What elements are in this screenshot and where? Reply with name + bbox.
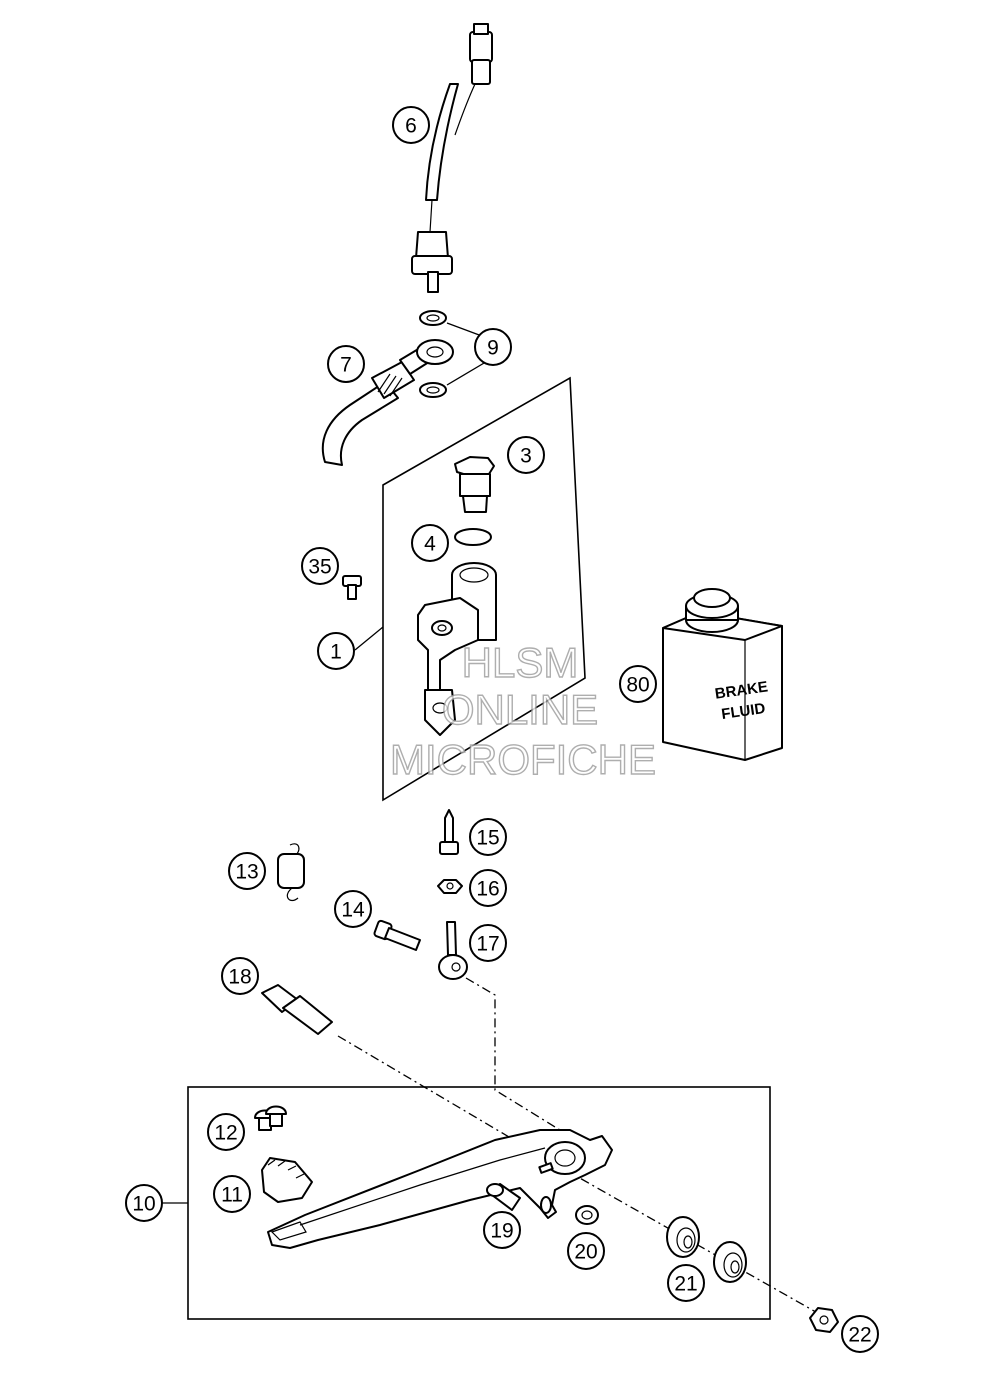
callout-15: 15 <box>469 818 507 856</box>
callout-label: 80 <box>626 674 649 697</box>
watermark: HLSM ONLINE MICROFICHE <box>389 638 656 783</box>
callout-13: 13 <box>228 852 266 890</box>
bushing <box>575 1205 599 1225</box>
piston-rod <box>438 921 468 980</box>
callout-9: 9 <box>474 328 512 366</box>
bearings <box>666 1216 747 1283</box>
watermark-line2: ONLINE <box>442 686 598 733</box>
callout-22: 22 <box>841 1315 879 1353</box>
callout-4: 4 <box>411 524 449 562</box>
callout-label: 13 <box>235 861 258 884</box>
brake-light-switch <box>411 23 493 293</box>
callout-label: 1 <box>330 641 342 664</box>
callout-7: 7 <box>327 345 365 383</box>
callout-label: 22 <box>848 1324 871 1347</box>
callout-35: 35 <box>301 547 339 585</box>
callout-label: 14 <box>341 899 365 922</box>
stop-pin <box>486 1183 521 1211</box>
callouts: 1 3 4 6 7 9 10 11 12 13 14 15 16 17 18 1… <box>125 106 879 1353</box>
brake-fluid-container: BRAKE FLUID <box>662 588 783 761</box>
assembly-line-bearings <box>547 1159 831 1321</box>
callout-label: 19 <box>490 1220 513 1243</box>
callout-20: 20 <box>567 1232 605 1270</box>
step-plate <box>261 1157 313 1203</box>
watermark-line1: HLSM <box>462 639 579 686</box>
callout-label: 20 <box>574 1241 597 1264</box>
bolt <box>373 919 421 951</box>
brake-pedal <box>267 1129 613 1249</box>
callout-label: 12 <box>214 1122 237 1145</box>
callout-80: 80 <box>619 665 657 703</box>
callout-1: 1 <box>317 632 355 670</box>
callout-label: 35 <box>308 556 331 579</box>
master-cylinder-group-frame <box>382 376 586 802</box>
bottle-label-line2: FLUID <box>720 700 766 723</box>
sealing-rings <box>419 310 447 398</box>
brake-hose <box>321 339 454 466</box>
return-spring <box>277 843 305 902</box>
callout-label: 9 <box>487 337 499 360</box>
callout-label: 21 <box>674 1273 697 1296</box>
callout-16: 16 <box>469 869 507 907</box>
callout-14: 14 <box>334 890 372 928</box>
hex-nut <box>437 879 463 894</box>
callout-12: 12 <box>207 1113 245 1151</box>
master-cylinder <box>417 562 497 736</box>
pivot-pin <box>261 984 333 1035</box>
callout-11: 11 <box>213 1175 251 1213</box>
step-plate-screws <box>254 1105 287 1131</box>
adjusting-screw <box>439 809 459 855</box>
callout-17: 17 <box>469 924 507 962</box>
callout-label: 17 <box>476 933 499 956</box>
callout-label: 7 <box>340 354 352 377</box>
callout-19: 19 <box>483 1211 521 1249</box>
callout-label: 4 <box>424 533 436 556</box>
callout-10: 10 <box>125 1184 163 1222</box>
o-ring <box>454 528 492 546</box>
callout-6: 6 <box>392 106 430 144</box>
callout-3: 3 <box>507 436 545 474</box>
callout-21: 21 <box>667 1264 705 1302</box>
assembly-line-rod <box>465 977 561 1131</box>
callout-label: 16 <box>476 878 499 901</box>
callout-label: 3 <box>520 445 532 468</box>
callout-label: 11 <box>221 1184 243 1207</box>
callout-label: 6 <box>405 115 417 138</box>
collar-nut <box>809 1307 839 1333</box>
watermark-line3: MICROFICHE <box>390 736 656 783</box>
callout-label: 18 <box>228 966 251 989</box>
callout-label: 10 <box>132 1193 155 1216</box>
screw-plug <box>454 456 495 513</box>
screw <box>342 575 362 600</box>
callout-label: 15 <box>476 827 499 850</box>
callout-18: 18 <box>221 957 259 995</box>
